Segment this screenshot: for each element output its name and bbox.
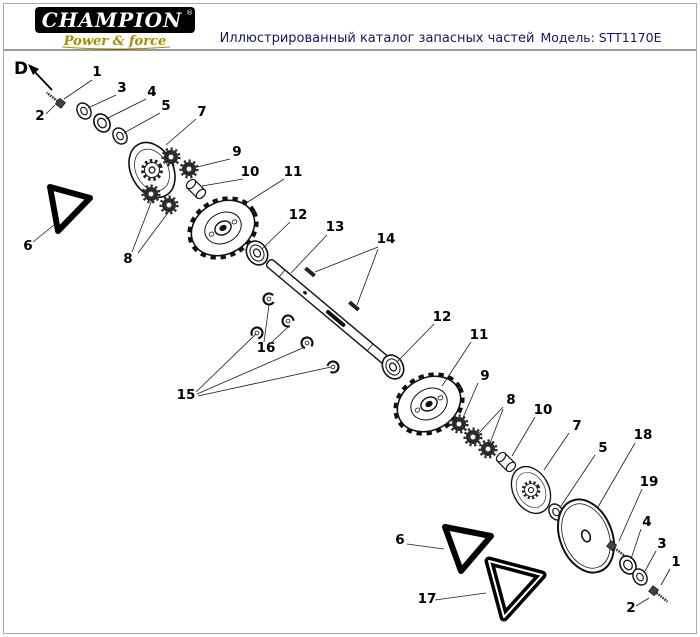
model-label: Модель: STT1170E (540, 30, 661, 45)
brand-logo (35, 7, 195, 33)
callout-3a: 3 (117, 80, 126, 96)
view-direction-arrow-icon (28, 64, 53, 91)
circlip-part (322, 356, 344, 378)
callout-12b: 12 (433, 309, 452, 325)
callout-5a: 5 (161, 98, 170, 114)
callout-13: 13 (326, 219, 345, 235)
brand-reg-mark: ® (186, 9, 193, 17)
leader-lines (32, 79, 671, 607)
callout-9b: 9 (480, 368, 489, 384)
callout-4b: 4 (642, 514, 651, 530)
gear-part (179, 159, 199, 179)
callout-16: 16 (257, 340, 276, 356)
callout-11a: 11 (284, 164, 303, 180)
page-border (3, 3, 697, 634)
v-belt-part (484, 556, 547, 622)
drive-belt-part (442, 524, 494, 574)
callout-2a: 2 (35, 108, 44, 124)
callout-2b: 2 (626, 600, 635, 616)
callout-14: 14 (377, 231, 396, 247)
callouts: 1 2 3 4 5 7 6 9 10 11 8 12 13 14 16 15 1… (23, 64, 680, 616)
washer-part (73, 99, 95, 123)
callout-8a: 8 (123, 251, 132, 267)
brand-text: CHAMPION (42, 8, 183, 32)
callout-10a: 10 (241, 164, 260, 180)
washer-part (109, 124, 131, 148)
callout-7a: 7 (197, 104, 206, 120)
callout-12a: 12 (289, 207, 308, 223)
catalog-title: Иллюстрированный каталог запасных частей (220, 31, 535, 46)
bolt-part-bottom (647, 584, 671, 606)
callout-6a: 6 (23, 238, 32, 254)
spacer-part (494, 450, 518, 474)
circlip-part (260, 290, 278, 308)
callout-4a: 4 (147, 84, 156, 100)
callout-15: 15 (177, 387, 196, 403)
callout-18: 18 (634, 427, 653, 443)
view-direction-label: D (14, 59, 28, 79)
shaft-part (265, 258, 391, 366)
callout-6b: 6 (395, 532, 404, 548)
gear-part (478, 439, 498, 459)
callout-9a: 9 (232, 144, 241, 160)
circlip-part (276, 309, 300, 333)
callout-5b: 5 (598, 440, 607, 456)
flange-nut-part (89, 110, 115, 136)
brand-tagline: Power & force (63, 34, 167, 49)
callout-1b: 1 (671, 554, 680, 570)
tagline-underline (61, 46, 171, 50)
callout-19: 19 (640, 474, 659, 490)
large-pulley-part (557, 498, 615, 574)
spacer-part (184, 177, 208, 201)
pin-part (348, 300, 360, 312)
callout-10b: 10 (534, 402, 553, 418)
callout-7b: 7 (572, 418, 581, 434)
callout-11b: 11 (470, 327, 489, 343)
callout-17: 17 (418, 591, 437, 607)
callout-1a: 1 (92, 64, 101, 80)
header: CHAMPION ® Power & force Иллюстрированны… (4, 7, 696, 51)
gear-part (463, 427, 483, 447)
callout-3b: 3 (657, 536, 666, 552)
drive-belt-part (47, 184, 93, 234)
callout-8b: 8 (506, 392, 515, 408)
pin-part (304, 266, 316, 278)
